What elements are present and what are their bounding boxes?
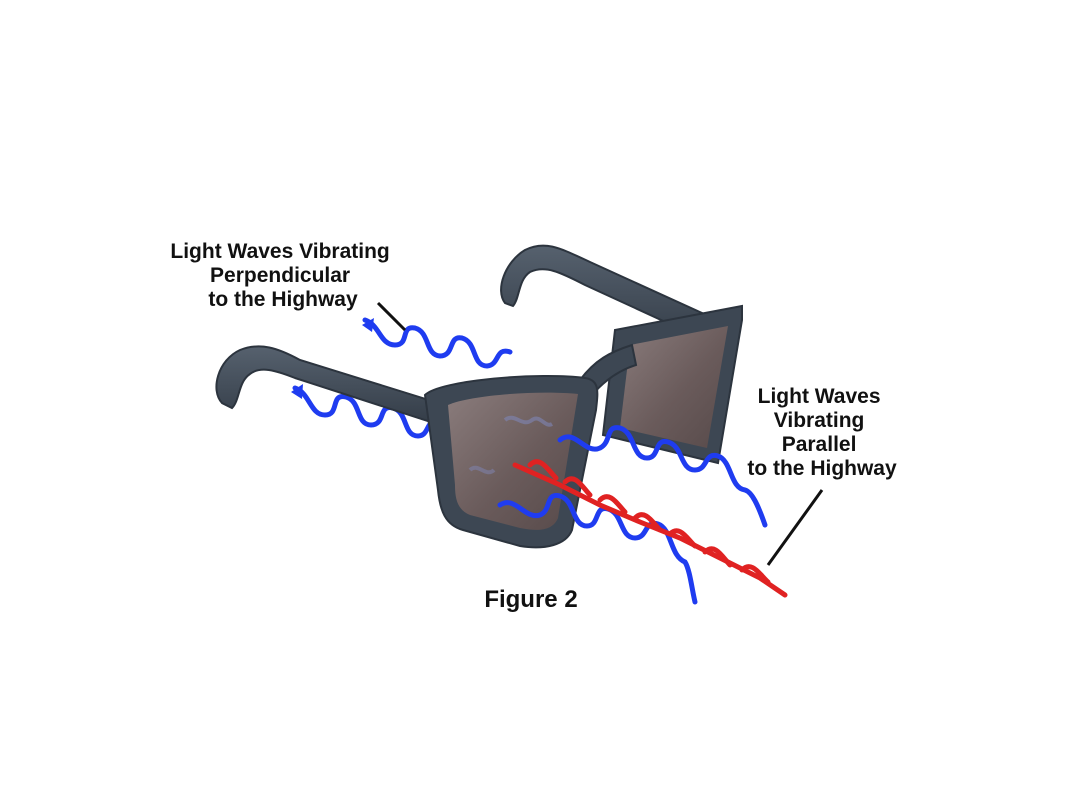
wave-blue-top — [362, 317, 513, 369]
wave-red — [512, 459, 788, 598]
leader-line-parallel — [766, 489, 824, 566]
figure-caption: Figure 2 — [484, 586, 577, 613]
wave-blue-right-upper — [557, 425, 768, 528]
wave-blue-middle — [291, 384, 438, 439]
lens-wave-reflection — [503, 415, 553, 427]
lens-wave-reflection — [468, 465, 496, 475]
leader-line-perpendicular — [376, 301, 407, 332]
back-lens — [620, 326, 728, 448]
label-perpendicular: Light Waves Vibrating Perpendicular to t… — [170, 240, 395, 311]
front-lens — [448, 392, 578, 530]
label-parallel: Light Waves Vibrating Parallel to the Hi… — [747, 385, 897, 480]
